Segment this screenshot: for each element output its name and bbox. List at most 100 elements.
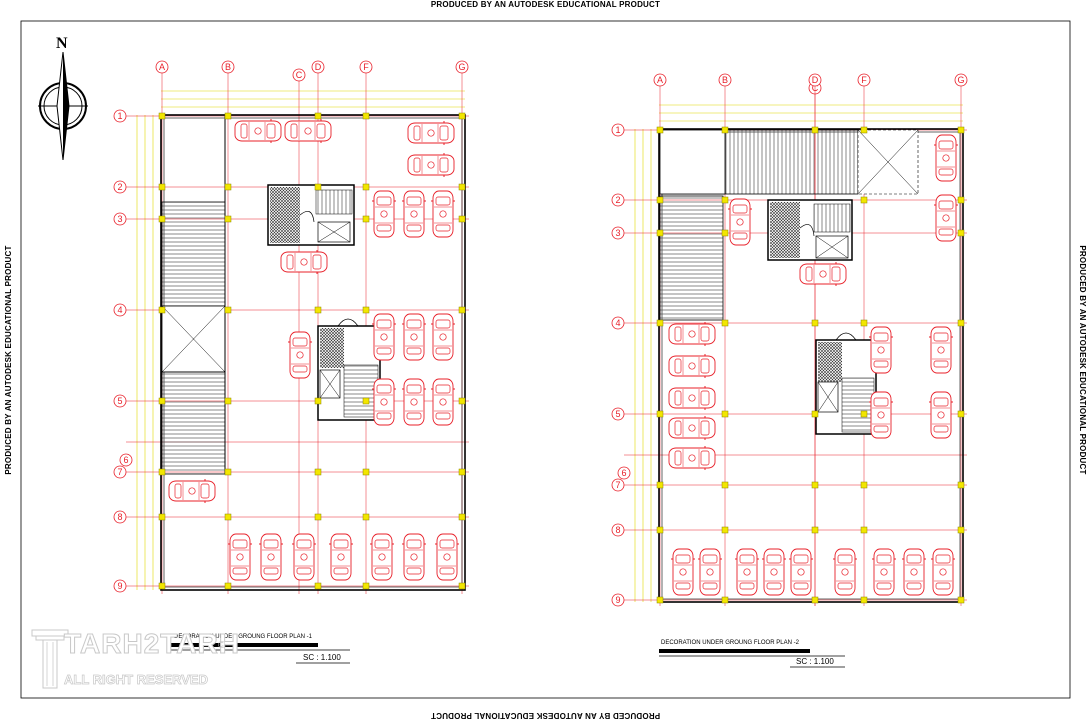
structural-column bbox=[458, 468, 466, 476]
grid-bubble-col: F bbox=[359, 60, 373, 74]
structural-column bbox=[158, 397, 166, 405]
grid-label: F bbox=[363, 62, 369, 72]
stair-hatch bbox=[320, 328, 344, 368]
structural-column bbox=[314, 183, 322, 191]
door-swing bbox=[799, 224, 815, 237]
logo-tagline: ALL RIGHT RESERVED bbox=[64, 672, 209, 688]
grid-bubble-row: 9 bbox=[113, 579, 127, 593]
car-icon bbox=[902, 548, 926, 596]
grid-label: 3 bbox=[117, 214, 122, 224]
structural-column bbox=[860, 196, 868, 204]
title-underline-thick bbox=[167, 643, 318, 647]
structural-column bbox=[458, 306, 466, 314]
structural-column bbox=[656, 526, 664, 534]
structural-column bbox=[224, 183, 232, 191]
plan-2-scale: SC : 1.100 bbox=[796, 657, 834, 666]
stair-hatch bbox=[270, 187, 300, 243]
car-icon bbox=[668, 354, 716, 378]
structural-column bbox=[656, 319, 664, 327]
title-underline-thick bbox=[659, 649, 810, 653]
structural-column bbox=[860, 481, 868, 489]
structural-column bbox=[158, 306, 166, 314]
car-icon bbox=[869, 391, 893, 439]
grid-bubble-col: C bbox=[292, 68, 306, 82]
car-icon bbox=[929, 326, 953, 374]
grid-bubble-col: G bbox=[455, 60, 469, 74]
grid-bubble-row: 5 bbox=[113, 394, 127, 408]
logo-copyright: © bbox=[218, 640, 226, 651]
ramp bbox=[659, 195, 724, 321]
car-icon bbox=[402, 313, 426, 361]
car-icon bbox=[934, 134, 958, 182]
car-icon bbox=[402, 533, 426, 581]
grid-bubble-row: 6 bbox=[617, 466, 631, 480]
grid-label: D bbox=[812, 75, 819, 85]
structural-column bbox=[158, 468, 166, 476]
grid-bubble-col: D bbox=[808, 73, 822, 87]
car-icon bbox=[284, 119, 332, 143]
structural-column bbox=[314, 513, 322, 521]
ramp bbox=[161, 201, 226, 307]
grid-label: 4 bbox=[117, 305, 122, 315]
grid-label: 8 bbox=[117, 512, 122, 522]
structural-column bbox=[656, 410, 664, 418]
car-icon bbox=[402, 190, 426, 238]
stair-core bbox=[267, 184, 355, 246]
grid-label: A bbox=[657, 75, 663, 85]
structural-column bbox=[362, 183, 370, 191]
watermark-right: PRODUCED BY AN AUTODESK EDUCATIONAL PROD… bbox=[1078, 245, 1087, 475]
structural-column bbox=[458, 112, 466, 120]
door-swing bbox=[337, 318, 359, 327]
structural-column bbox=[860, 596, 868, 604]
structural-column bbox=[957, 481, 965, 489]
outer-wall bbox=[658, 128, 964, 603]
grid-label: D bbox=[315, 62, 322, 72]
stair-flight bbox=[315, 189, 353, 215]
grid-label: 5 bbox=[615, 409, 620, 419]
structural-column bbox=[860, 410, 868, 418]
grid-bubble-col: A bbox=[653, 73, 667, 87]
structural-column bbox=[158, 582, 166, 590]
grid-label: G bbox=[458, 62, 465, 72]
car-icon bbox=[372, 190, 396, 238]
stair-flight bbox=[813, 203, 851, 233]
plan-1-title: DECORATION UNDER GROUNG FLOOR PLAN -1 bbox=[174, 634, 312, 640]
stair-core bbox=[317, 318, 381, 421]
car-icon bbox=[431, 313, 455, 361]
grid-bubble-col: B bbox=[718, 73, 732, 87]
watermark-bottom: PRODUCED BY AN AUTODESK EDUCATIONAL PROD… bbox=[430, 711, 661, 720]
logo-column-icon bbox=[31, 629, 69, 689]
car-icon bbox=[435, 533, 459, 581]
car-icon bbox=[869, 326, 893, 374]
grid-label: B bbox=[225, 62, 231, 72]
car-icon bbox=[431, 378, 455, 426]
stair-core bbox=[815, 332, 877, 435]
structural-column bbox=[957, 196, 965, 204]
grid-bubble-row: 3 bbox=[113, 212, 127, 226]
structural-column bbox=[811, 319, 819, 327]
ramp bbox=[724, 129, 859, 195]
car-icon bbox=[929, 391, 953, 439]
grid-bubble-col: B bbox=[221, 60, 235, 74]
structural-column bbox=[860, 126, 868, 134]
grid-label: 6 bbox=[621, 468, 626, 478]
car-icon bbox=[668, 322, 716, 346]
car-icon bbox=[833, 548, 857, 596]
grid-label: 7 bbox=[615, 480, 620, 490]
structural-column bbox=[656, 126, 664, 134]
structural-column bbox=[362, 112, 370, 120]
grid-bubble-row: 6 bbox=[119, 453, 133, 467]
structural-column bbox=[811, 596, 819, 604]
grid-bubble-row: 4 bbox=[611, 316, 625, 330]
structural-column bbox=[224, 215, 232, 223]
car-icon bbox=[931, 548, 955, 596]
plan-2-title: DECORATION UNDER GROUNG FLOOR PLAN -2 bbox=[661, 640, 799, 646]
car-icon bbox=[329, 533, 353, 581]
structural-column bbox=[721, 319, 729, 327]
structural-column bbox=[458, 215, 466, 223]
grid-bubble-row: 4 bbox=[113, 303, 127, 317]
grid-bubble-row: 7 bbox=[611, 478, 625, 492]
structural-column bbox=[458, 513, 466, 521]
